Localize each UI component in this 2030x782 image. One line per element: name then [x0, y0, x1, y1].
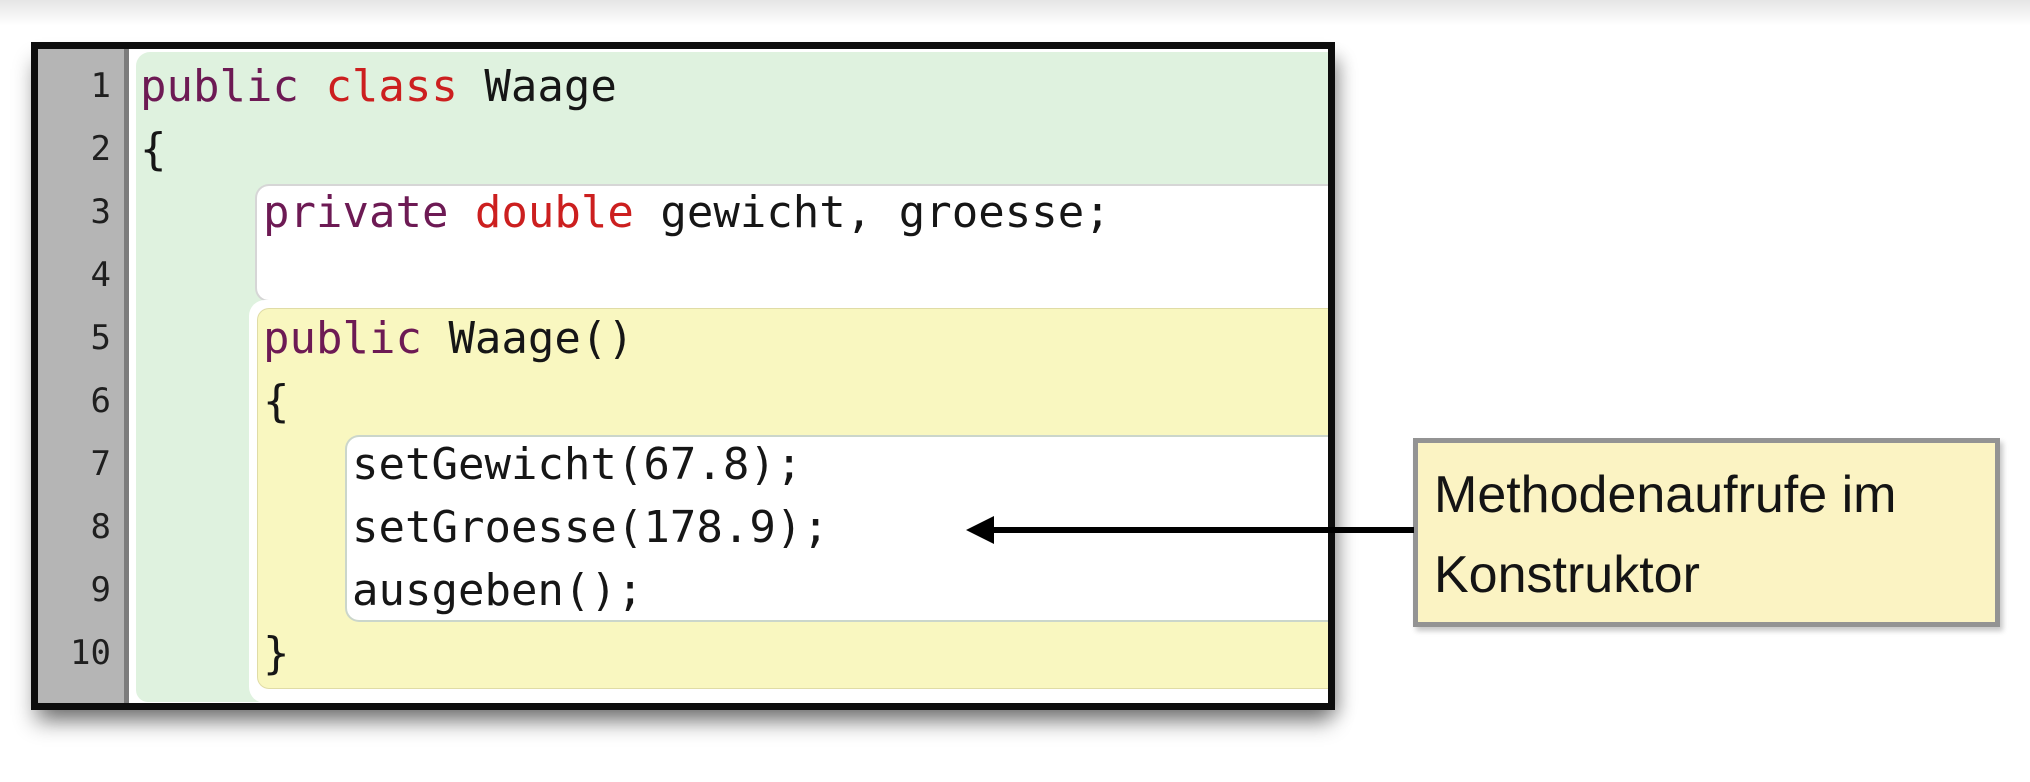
editor-content[interactable]: public class Waage { private double gewich… [38, 49, 1328, 703]
callout-arrow-line [988, 527, 1414, 533]
line-number: 9 [90, 570, 111, 610]
line-number: 10 [70, 633, 111, 673]
code-token-keyword: public [263, 313, 449, 364]
code-line[interactable]: setGroesse(178.9); [38, 496, 1328, 559]
annotation-note-text: Methodenaufrufe im Konstruktor [1434, 466, 1897, 604]
callout-arrow-head-icon [966, 516, 994, 544]
line-number: 8 [90, 507, 111, 547]
line-numbers: 1 2 3 4 5 6 7 8 9 10 [38, 55, 124, 685]
line-number-gutter: 1 2 3 4 5 6 7 8 9 10 [38, 49, 129, 703]
code-line[interactable]: public class Waage [38, 55, 1328, 118]
code-token-code: { [263, 376, 290, 427]
code-token-type_keyword: double [474, 187, 661, 238]
line-number: 6 [90, 381, 111, 421]
code-token-code: Waage() [448, 313, 634, 364]
code-editor-window: public class Waage { private double gewich… [31, 42, 1335, 710]
annotation-note: Methodenaufrufe im Konstruktor [1413, 438, 2000, 627]
code-line[interactable] [38, 244, 1328, 307]
code-token-keyword: public [140, 61, 326, 112]
code-token-type_keyword: class [325, 61, 485, 112]
code-line[interactable]: ausgeben(); [38, 559, 1328, 622]
code-token-code: { [140, 124, 167, 175]
code-token-keyword: private [263, 187, 475, 238]
code-token-code: gewicht, groesse; [660, 187, 1111, 238]
line-number: 5 [90, 318, 111, 358]
code-area[interactable]: public class Waage { private double gewich… [38, 55, 1328, 685]
line-number: 4 [90, 255, 111, 295]
line-number: 2 [90, 129, 111, 169]
code-line[interactable]: private double gewicht, groesse; [38, 181, 1328, 244]
page-top-shade [0, 0, 2030, 26]
code-line[interactable]: { [38, 118, 1328, 181]
line-number: 1 [90, 66, 111, 106]
field-declaration-scope-highlight [255, 184, 1328, 302]
code-token-code: ausgeben(); [352, 565, 644, 616]
code-token-code: setGewicht(67.8); [352, 439, 803, 490]
code-line[interactable]: setGewicht(67.8); [38, 433, 1328, 496]
code-line[interactable]: } [38, 622, 1328, 685]
line-number: 7 [90, 444, 111, 484]
code-line[interactable]: { [38, 370, 1328, 433]
code-token-code: setGroesse(178.9); [352, 502, 829, 553]
code-token-code: } [263, 628, 290, 679]
code-token-code: Waage [484, 61, 617, 112]
line-number: 3 [90, 192, 111, 232]
code-line[interactable]: public Waage() [38, 307, 1328, 370]
